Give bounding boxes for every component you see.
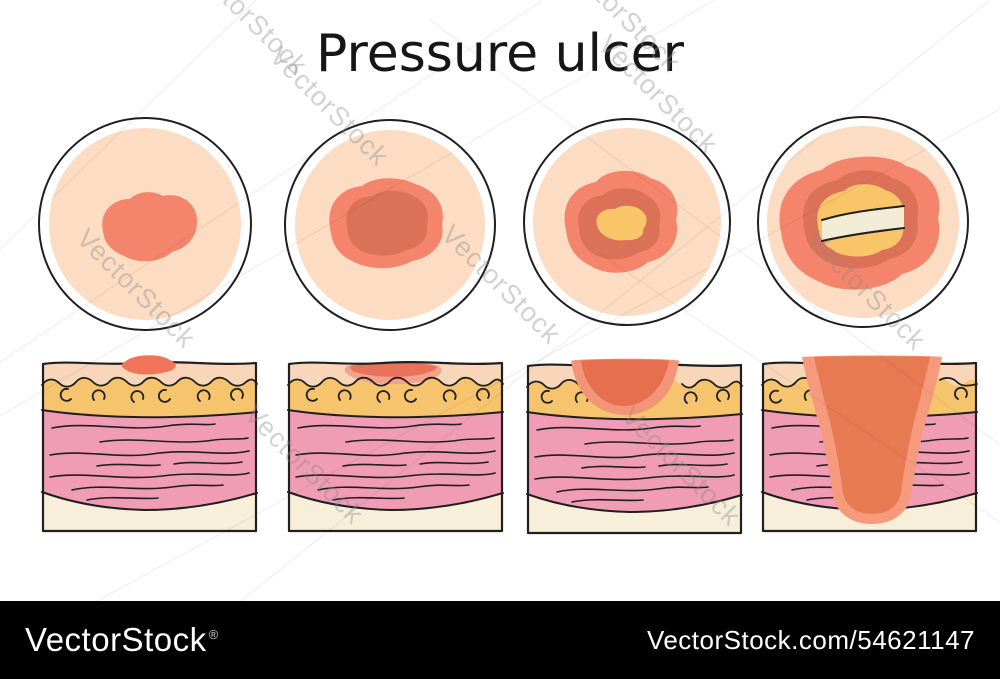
redness-blob xyxy=(102,192,198,262)
fat-bottom-line xyxy=(526,411,743,421)
bone-edge-line xyxy=(821,205,905,221)
fat-bottom-line xyxy=(287,409,504,419)
dermis-bottom-line xyxy=(287,491,504,511)
stage-1-cross-section xyxy=(41,355,258,533)
dermis-fiber-lines xyxy=(534,425,735,503)
stage-4-cross-section xyxy=(761,355,978,533)
stage-4-top-view xyxy=(757,116,969,328)
footer-brand-text: VectorStock xyxy=(25,621,207,658)
registered-mark: ® xyxy=(208,627,219,642)
footer-brand: VectorStock® xyxy=(25,621,219,659)
dermis-layer xyxy=(42,410,257,531)
dermis-layer xyxy=(288,410,503,531)
surface-redness xyxy=(121,355,176,375)
stage-1-top-view xyxy=(38,117,252,331)
footer-url: VectorStock.com/54621147 xyxy=(646,624,975,655)
stage-3-cross-section xyxy=(526,358,743,535)
hypodermis-layer xyxy=(527,494,742,533)
exposed-bone xyxy=(822,206,904,241)
dermis-fiber-lines xyxy=(295,423,496,501)
page-title: Pressure ulcer xyxy=(316,24,684,84)
slough-blob xyxy=(596,205,647,241)
section-outline xyxy=(287,361,504,533)
dermis-bottom-line xyxy=(41,491,258,511)
footer-bar: VectorStock® VectorStock.com/54621147 xyxy=(0,601,1000,679)
dermis-layer xyxy=(527,412,742,533)
wound-blob xyxy=(346,190,428,256)
hypodermis-layer xyxy=(288,492,503,531)
pressure-ulcer-figures xyxy=(38,116,978,535)
stage-2-cross-section xyxy=(287,361,504,533)
fat-cell-marks xyxy=(540,388,730,407)
fat-top-line xyxy=(761,376,978,388)
fat-bottom-line xyxy=(41,409,258,419)
fat-cell-marks xyxy=(59,387,244,403)
deep-ulcer-core xyxy=(814,356,930,514)
bone-edge-line xyxy=(821,227,905,242)
lesion-core xyxy=(350,362,437,377)
stage-2-top-view xyxy=(284,119,496,331)
fat-cell-marks xyxy=(305,387,490,403)
fat-top-line xyxy=(41,376,258,388)
stage-3-top-view xyxy=(523,118,731,326)
dermis-fiber-lines xyxy=(49,423,250,501)
fat-top-line xyxy=(287,376,504,388)
dermis-bottom-line xyxy=(526,493,743,513)
lesion-core xyxy=(581,359,669,406)
hypodermis-layer xyxy=(42,492,257,531)
